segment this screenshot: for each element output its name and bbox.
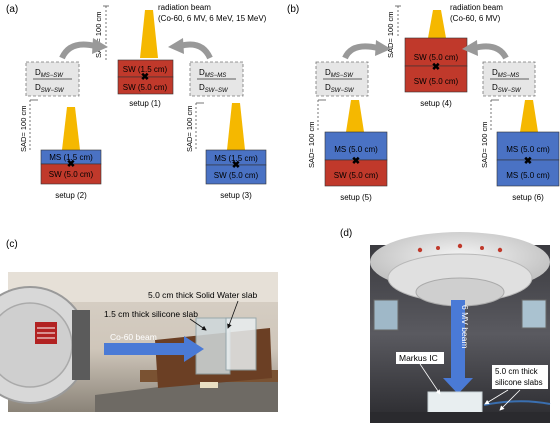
- radiation-beam-icon: [227, 103, 245, 150]
- ratio-left-b-den: DSW−SW: [325, 83, 355, 94]
- label-solid-water: 5.0 cm thick Solid Water slab: [148, 290, 258, 300]
- beam-energies-b: (Co-60, 6 MV): [450, 14, 501, 23]
- setup1-bottom-slab: [117, 76, 174, 95]
- setup5-caption: setup (5): [340, 193, 372, 202]
- setup5-top-slab: [324, 131, 388, 161]
- curved-arrow-icon: [375, 40, 391, 56]
- setup3-bottom-slab: [205, 164, 267, 185]
- setup4-bottom-slab: [404, 65, 468, 93]
- detector-cross-icon: ✖: [141, 72, 149, 83]
- setup3-caption: setup (3): [220, 191, 252, 200]
- label-markus: Markus IC: [399, 353, 438, 363]
- beam-arrow: [451, 300, 465, 380]
- label-silicone: 1.5 cm thick silicone slab: [104, 309, 198, 319]
- panel-b: (b) radiation beam (Co-60, 6 MV) SAD= 10…: [287, 3, 560, 202]
- panel-c: (c) Co-60 beam 5.0 cm thick Solid Water …: [0, 239, 278, 412]
- setup1-caption: setup (1): [129, 99, 161, 108]
- sad-label-a-top: SAD= 100 cm: [94, 12, 103, 58]
- detector-cross-icon: ✖: [232, 160, 240, 171]
- panel-c-tag: (c): [6, 239, 18, 250]
- panel-b-tag: (b): [287, 4, 299, 15]
- setup6-caption: setup (6): [512, 193, 544, 202]
- ratio-right-a-num: DMS−MS: [199, 68, 226, 79]
- radiation-beam-icon: [428, 10, 446, 38]
- beam-energies-a: (Co-60, 6 MV, 6 MeV, 15 MeV): [158, 14, 267, 23]
- setup2-caption: setup (2): [55, 191, 87, 200]
- setup2-bottom-slab: [40, 163, 102, 185]
- detector-cross-icon: ✖: [432, 62, 440, 73]
- ratio-left-a-den: DSW−SW: [35, 83, 65, 94]
- setup3-top-label: MS (1.5 cm): [214, 154, 258, 163]
- setup1-top-label: SW (1.5 cm): [123, 65, 168, 74]
- sad-label-b-right: SAD= 100 cm: [480, 122, 489, 168]
- curved-arrow-icon: [92, 38, 108, 54]
- label-slabs-line2: silicone slabs: [495, 378, 543, 387]
- label-slabs-line1: 5.0 cm thick: [495, 367, 539, 376]
- curved-arrow-icon: [462, 40, 478, 56]
- sad-label-b-top: SAD= 100 cm: [386, 12, 395, 58]
- ratio-left-b-num: DMS−SW: [325, 68, 354, 79]
- ratio-left-a-num: DMS−SW: [35, 68, 64, 79]
- setup1-bottom-label: SW (5.0 cm): [123, 83, 168, 92]
- ratio-right-b-num: DMS−MS: [492, 68, 519, 79]
- beam-label-b: radiation beam: [450, 3, 503, 12]
- radiation-beam-icon: [62, 107, 80, 150]
- panel-d-tag: (d): [340, 228, 352, 239]
- setup4-top-slab: [404, 37, 468, 67]
- setup6-top-label: MS (5.0 cm): [506, 145, 550, 154]
- setup6-bottom-label: MS (5.0 cm): [506, 171, 550, 180]
- setup4-bottom-label: SW (5.0 cm): [414, 77, 459, 86]
- label-beam-d: 6 MV beam: [460, 305, 470, 348]
- detector-cross-icon: ✖: [67, 159, 75, 170]
- label-beam-c: Co-60 beam: [110, 332, 157, 342]
- silicone-phantom: [427, 391, 483, 415]
- radiation-beam-icon: [346, 100, 364, 132]
- sad-label-a-right: SAD= 100 cm: [185, 106, 194, 152]
- detector-cross-icon: ✖: [352, 156, 360, 167]
- setup5-bottom-slab: [324, 159, 388, 187]
- setup3-bottom-label: SW (5.0 cm): [214, 171, 259, 180]
- radiation-beam-icon: [140, 10, 158, 58]
- setup2-bottom-label: SW (5.0 cm): [49, 170, 94, 179]
- curved-arrow-icon: [168, 38, 184, 54]
- setup5-top-label: MS (5.0 cm): [334, 145, 378, 154]
- panel-d: (d) 6 MV beam Markus IC 5.0 cm thick sil…: [340, 228, 551, 423]
- detector-cross-icon: ✖: [524, 156, 532, 167]
- sad-label-a-left: SAD= 100 cm: [19, 106, 28, 152]
- panel-a: (a) radiation beam (Co-60, 6 MV, 6 MeV, …: [6, 3, 267, 200]
- sad-label-b-left: SAD= 100 cm: [307, 122, 316, 168]
- beam-arrow: [104, 343, 184, 355]
- ratio-right-a-den: DSW−SW: [199, 83, 229, 94]
- setup5-bottom-label: SW (5.0 cm): [334, 171, 379, 180]
- beam-label-a: radiation beam: [158, 3, 211, 12]
- ratio-right-b-den: DSW−SW: [492, 83, 522, 94]
- setup6-top-slab: [496, 131, 560, 161]
- setup4-caption: setup (4): [420, 99, 452, 108]
- setup2-top-label: MS (1.5 cm): [49, 153, 93, 162]
- setup4-top-label: SW (5.0 cm): [414, 53, 459, 62]
- setup6-bottom-slab: [496, 159, 560, 187]
- panel-a-tag: (a): [6, 4, 18, 15]
- collimator: [72, 310, 90, 380]
- radiation-beam-icon: [520, 100, 538, 132]
